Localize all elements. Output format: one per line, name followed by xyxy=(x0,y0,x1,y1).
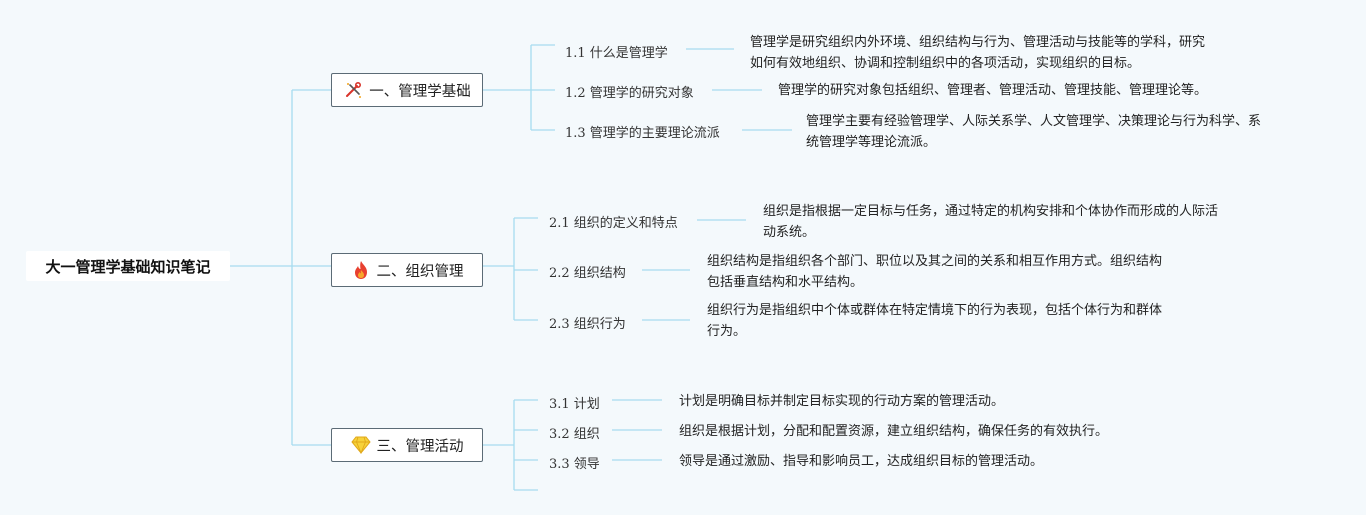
branch-label: 二、组织管理 xyxy=(376,263,464,280)
fire-icon xyxy=(351,260,371,280)
root-node[interactable]: 大一管理学基础知识笔记 xyxy=(26,251,230,281)
description-1-3: 管理学主要有经验管理学、人际关系学、人文管理学、决策理论与行为科学、系 统管理学… xyxy=(806,111,1261,153)
diamond-icon xyxy=(350,435,371,455)
description-line: 统管理学等理论流派。 xyxy=(806,135,937,150)
subtopic-2-1[interactable]: 2.1 组织的定义和特点 xyxy=(549,216,678,231)
tools-icon xyxy=(343,80,363,100)
description-1-1: 管理学是研究组织内外环境、组织结构与行为、管理活动与技能等的学科，研究 如何有效… xyxy=(750,32,1205,74)
description-2-2: 组织结构是指组织各个部门、职位以及其之间的关系和相互作用方式。组织结构 包括垂直… xyxy=(707,251,1162,293)
description-line: 行为。 xyxy=(707,324,747,339)
subtopic-1-2[interactable]: 1.2 管理学的研究对象 xyxy=(565,86,694,101)
description-line: 领导是通过激励、指导和影响员工，达成组织目标的管理活动。 xyxy=(679,454,1044,469)
description-2-1: 组织是指根据一定目标与任务，通过特定的机构安排和个体协作而形成的人际活 动系统。 xyxy=(763,201,1218,243)
description-line: 管理学是研究组织内外环境、组织结构与行为、管理活动与技能等的学科，研究 xyxy=(750,35,1206,50)
description-line: 组织是根据计划，分配和配置资源，建立组织结构，确保任务的有效执行。 xyxy=(679,424,1109,439)
description-1-2: 管理学的研究对象包括组织、管理者、管理活动、管理技能、管理理论等。 xyxy=(778,80,1207,101)
branch-node-1[interactable]: 一、管理学基础 xyxy=(331,73,483,107)
subtopic-3-3[interactable]: 3.3 领导 xyxy=(549,457,600,472)
description-line: 管理学的研究对象包括组织、管理者、管理活动、管理技能、管理理论等。 xyxy=(778,83,1208,98)
subtopic-2-3[interactable]: 2.3 组织行为 xyxy=(549,317,626,332)
branch-label: 一、管理学基础 xyxy=(369,83,471,100)
description-line: 计划是明确目标并制定目标实现的行动方案的管理活动。 xyxy=(679,394,1005,409)
description-3-1: 计划是明确目标并制定目标实现的行动方案的管理活动。 xyxy=(679,391,1004,412)
description-line: 如何有效地组织、协调和控制组织中的各项活动，实现组织的目标。 xyxy=(750,56,1141,71)
subtopic-3-2[interactable]: 3.2 组织 xyxy=(549,427,600,442)
subtopic-3-1[interactable]: 3.1 计划 xyxy=(549,397,600,412)
description-line: 组织是指根据一定目标与任务，通过特定的机构安排和个体协作而形成的人际活 xyxy=(763,204,1219,219)
subtopic-1-1[interactable]: 1.1 什么是管理学 xyxy=(565,46,668,61)
description-line: 包括垂直结构和水平结构。 xyxy=(707,275,864,290)
subtopic-1-3[interactable]: 1.3 管理学的主要理论流派 xyxy=(565,126,720,141)
branch-node-2[interactable]: 二、组织管理 xyxy=(331,253,483,287)
description-3-3: 领导是通过激励、指导和影响员工，达成组织目标的管理活动。 xyxy=(679,451,1043,472)
description-line: 组织行为是指组织中个体或群体在特定情境下的行为表现，包括个体行为和群体 xyxy=(707,303,1163,318)
description-line: 管理学主要有经验管理学、人际关系学、人文管理学、决策理论与行为科学、系 xyxy=(806,114,1262,129)
subtopic-2-2[interactable]: 2.2 组织结构 xyxy=(549,266,626,281)
description-line: 组织结构是指组织各个部门、职位以及其之间的关系和相互作用方式。组织结构 xyxy=(707,254,1163,269)
description-3-2: 组织是根据计划，分配和配置资源，建立组织结构，确保任务的有效执行。 xyxy=(679,421,1108,442)
branch-node-3[interactable]: 三、管理活动 xyxy=(331,428,483,462)
description-line: 动系统。 xyxy=(763,225,816,240)
branch-label: 三、管理活动 xyxy=(376,438,464,455)
description-2-3: 组织行为是指组织中个体或群体在特定情境下的行为表现，包括个体行为和群体 行为。 xyxy=(707,300,1162,342)
